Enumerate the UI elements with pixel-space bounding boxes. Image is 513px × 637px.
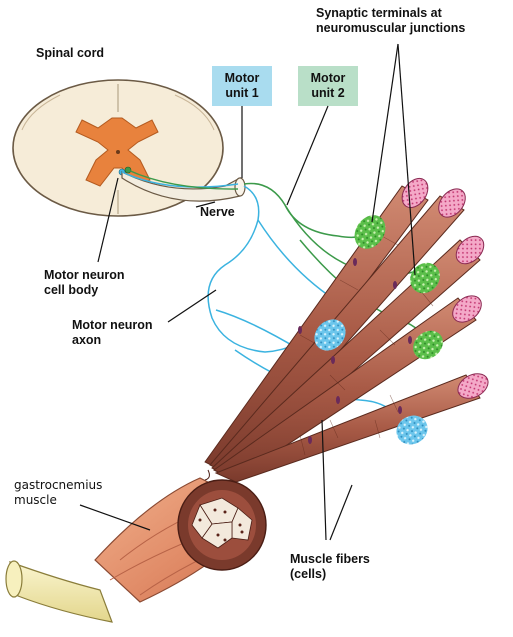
motor-unit-2-box [298,66,358,106]
muscle-cross-section [177,479,267,571]
synaptic-terminals-label: Synaptic terminals at neuromuscular junc… [316,6,466,35]
spinal-cord-label: Spinal cord [36,46,105,60]
leader-lines [79,43,416,541]
muscle-fibers-label: Muscle fibers (cells) [290,552,370,581]
nerve-label: Nerve [200,205,235,219]
nerve-bundle [121,169,246,202]
muscle-fibers [204,177,489,483]
gastrocnemius-label: gastrocnemius muscle [14,478,103,507]
muscle-fiber [214,373,489,483]
spinal-cord [12,79,224,217]
muscle-fiber [211,235,485,479]
motor-unit-1-box [212,66,272,106]
gastrocnemius-muscle [5,469,267,623]
motor-neuron-axon-label: Motor neuron axon [72,318,153,347]
neuromuscular-junctions-unit-1 [314,319,428,445]
tendon [9,561,113,623]
motor-neuron-cell-body-label: Motor neuron cell body [44,268,125,297]
neuromuscular-junctions-unit-2 [354,215,443,360]
motor-unit-1-label: Motor unit 1 [224,71,260,100]
motor-unit-2-label: Motor unit 2 [310,71,346,100]
